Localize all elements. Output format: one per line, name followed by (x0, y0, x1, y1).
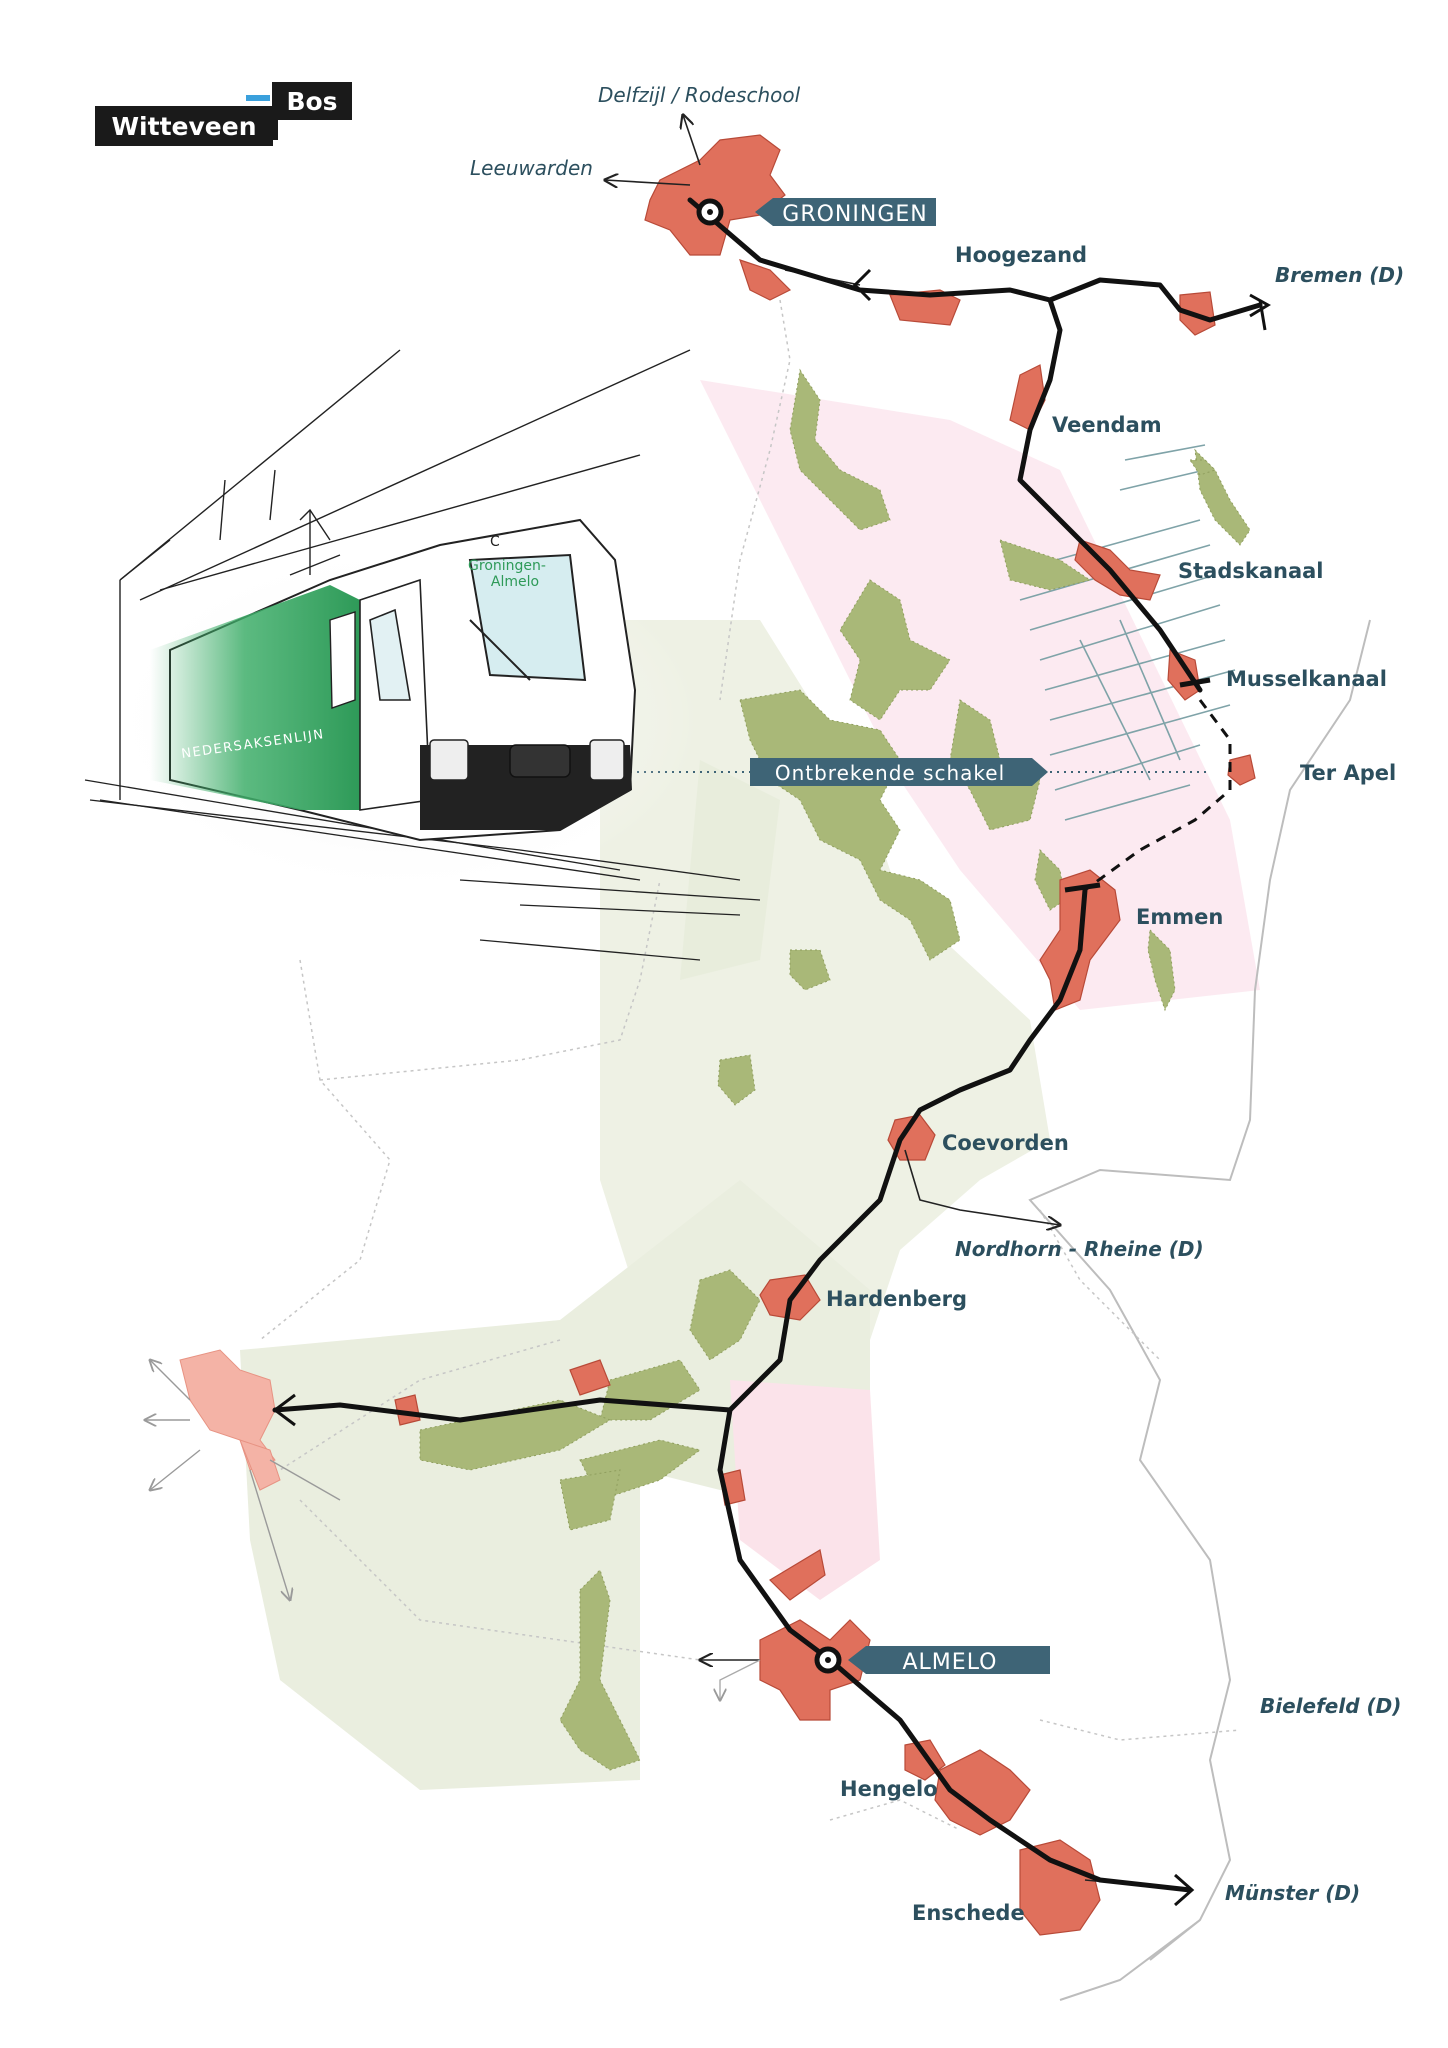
almelo-label: ALMELO (903, 1650, 998, 1675)
rail-network (272, 197, 1271, 1907)
groningen-city (644, 134, 786, 256)
label-bielefeld: Bielefeld (D) (1260, 1694, 1401, 1718)
train-illustration: C Groningen- Almelo NEDERSAKSENLIJN (84, 349, 761, 961)
label-delfzijl: Delfzijl / Rodeschool (598, 83, 801, 107)
label-enschede: Enschede (912, 1901, 1025, 1925)
label-hardenberg: Hardenberg (826, 1287, 967, 1311)
rail-veendam-musselkanaal (1017, 297, 1203, 693)
label-bremen: Bremen (D) (1275, 263, 1404, 287)
peat-region-pink (700, 380, 1260, 1010)
rail-western-branch (272, 1397, 733, 1423)
musselkanaal-city (1167, 649, 1201, 701)
enschede-city (1019, 1839, 1101, 1936)
missing-link-tag: Ontbrekende schakel (750, 758, 1048, 786)
train-route-letter: C (490, 534, 500, 550)
almelo-tag: ALMELO (848, 1646, 1050, 1675)
label-veendam: Veendam (1052, 413, 1162, 437)
label-nordhorn: Nordhorn - Rheine (D) (955, 1237, 1204, 1261)
coevorden-town (887, 1114, 936, 1161)
label-munster: Münster (D) (1225, 1881, 1360, 1905)
ter-apel-town (1227, 754, 1256, 786)
region-green-strip (680, 760, 780, 980)
label-ter-apel: Ter Apel (1300, 761, 1396, 785)
label-leeuwarden: Leeuwarden (470, 156, 593, 180)
rail-emmen-almelo (717, 887, 1088, 1663)
border-lines (259, 299, 1371, 2001)
label-coevorden: Coevorden (942, 1131, 1069, 1155)
rail-almelo-munster (827, 1657, 1193, 1893)
hengelo-city (934, 1749, 1031, 1836)
zwolle-faded (145, 1349, 341, 1600)
train-destination-line2: Almelo (491, 574, 539, 590)
missing-link-dashed (1084, 699, 1232, 892)
region-pink-south (730, 1380, 880, 1600)
logo-text-witteveen: Witteveen (111, 112, 256, 141)
label-hengelo: Hengelo (840, 1777, 938, 1801)
label-hoogezand: Hoogezand (955, 243, 1087, 267)
label-stadskanaal: Stadskanaal (1178, 559, 1324, 583)
logo-text-bos: Bos (286, 87, 337, 116)
groningen-station-dot (707, 209, 713, 215)
rail-groningen-hoogezand (687, 197, 1053, 303)
veendam-city (1009, 364, 1046, 431)
witteveen-bos-logo: Bos Witteveen (95, 82, 352, 146)
train-destination-line1: Groningen- (468, 558, 546, 574)
groningen-tag: GRONINGEN (755, 198, 936, 227)
rail-bremen-branch (1047, 277, 1263, 323)
groningen-label: GRONINGEN (782, 202, 927, 227)
label-emmen: Emmen (1136, 905, 1223, 929)
label-musselkanaal: Musselkanaal (1226, 667, 1387, 691)
almelo-station-dot (825, 1657, 831, 1663)
place-labels: Delfzijl / Rodeschool Leeuwarden Hoogeza… (470, 83, 1404, 1925)
missing-link-label: Ontbrekende schakel (775, 761, 1005, 785)
almelo-city (759, 1619, 871, 1721)
